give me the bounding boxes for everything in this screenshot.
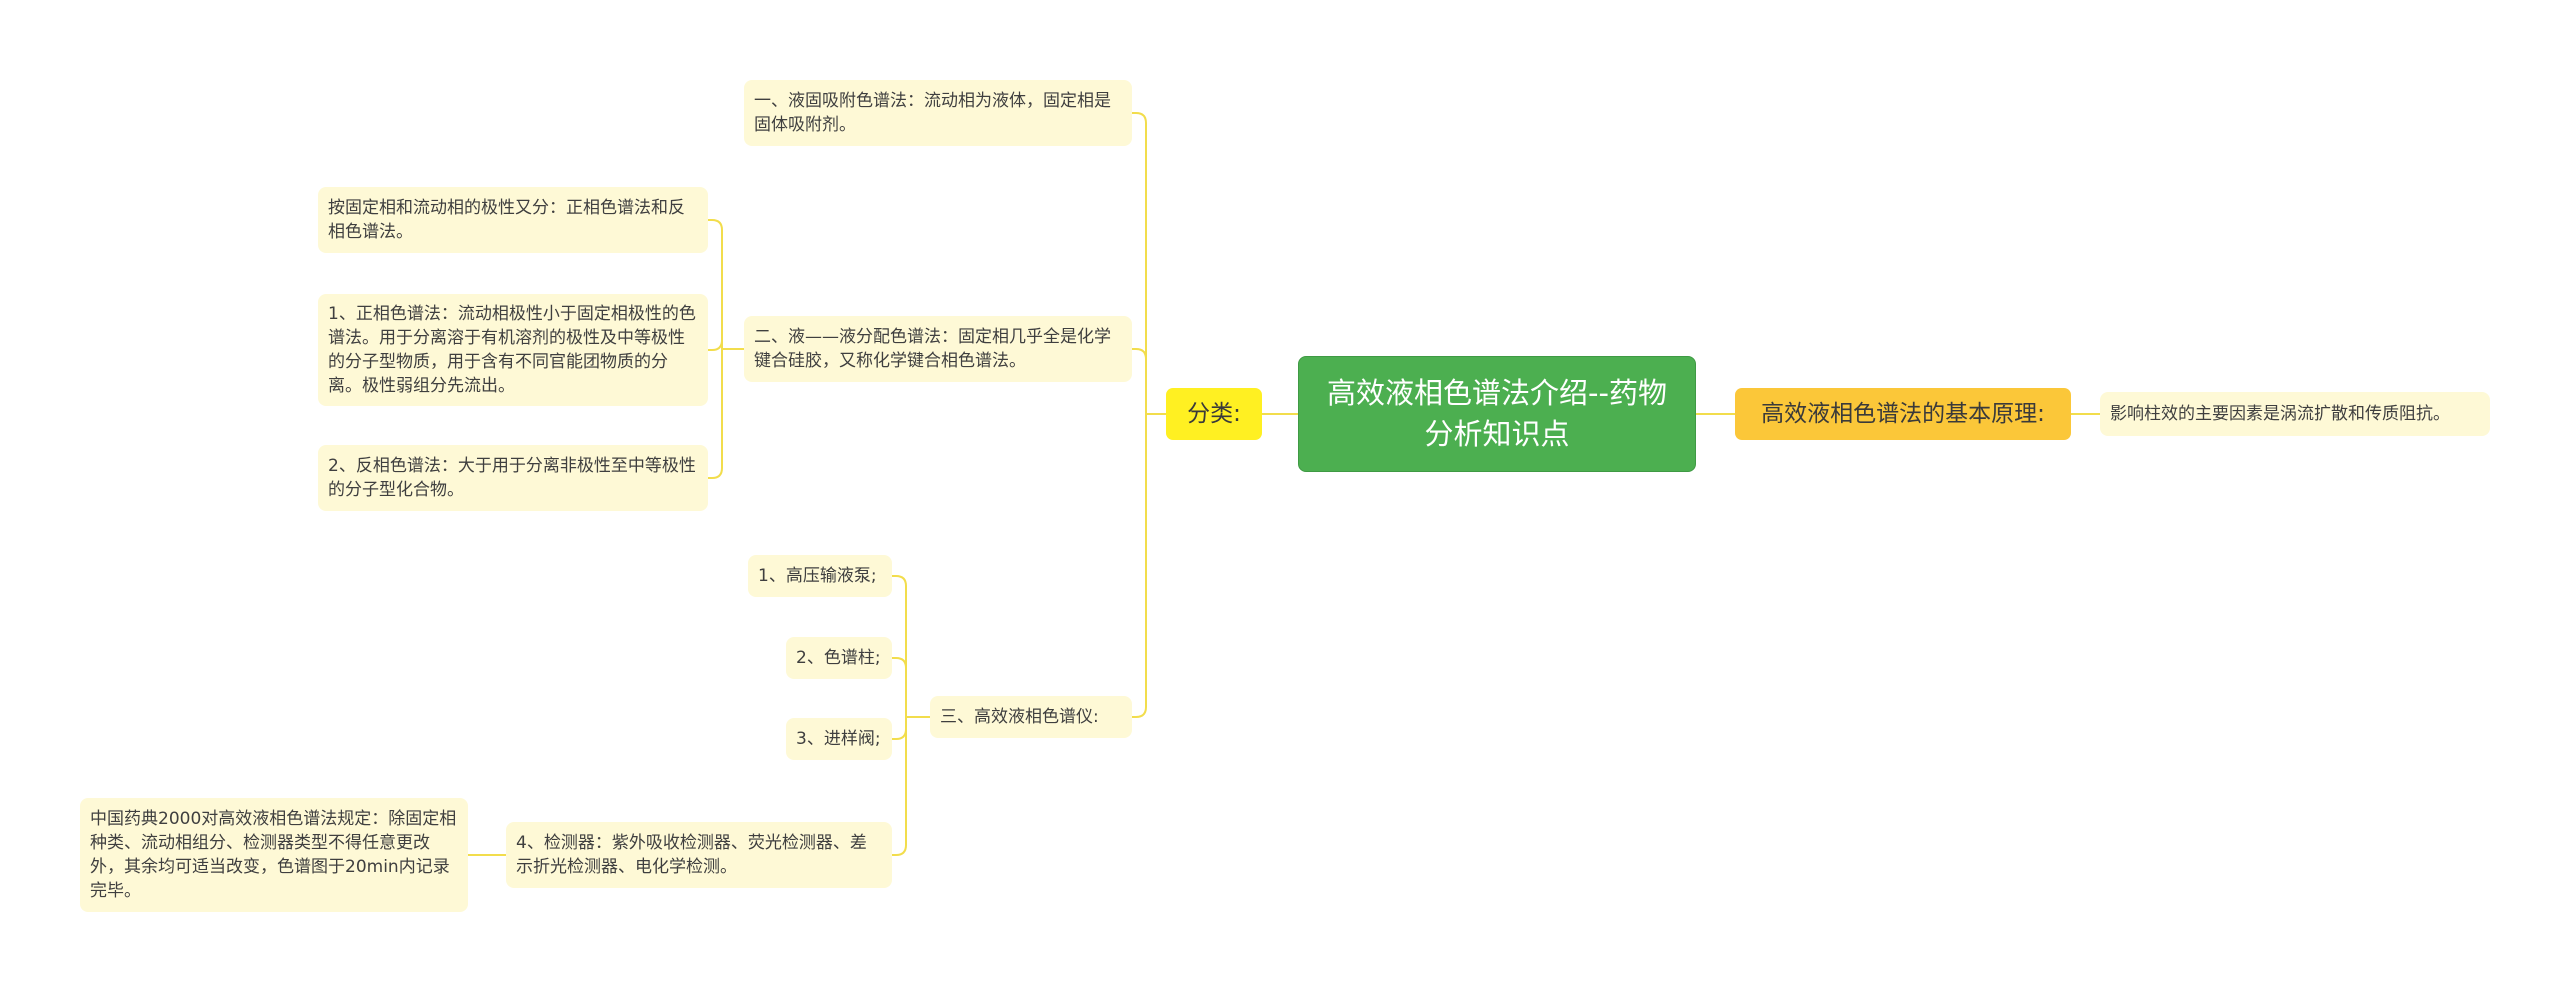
normal-phase-node[interactable]: 1、正相色谱法：流动相极性小于固定相极性的色谱法。用于分离溶于有机溶剂的极性及中… xyxy=(318,294,708,406)
pump-node[interactable]: 1、高压输液泵; xyxy=(748,555,892,597)
branch-basic-principle[interactable]: 高效液相色谱法的基本原理: xyxy=(1735,388,2071,440)
liquid-liquid-link-2 xyxy=(708,349,723,479)
injector-node[interactable]: 3、进样阀; xyxy=(786,718,892,760)
pump-text: 1、高压输液泵; xyxy=(758,565,877,586)
detector-text: 4、检测器：紫外吸收检测器、荧光检测器、差示折光检测器、电化学检测。 xyxy=(516,832,867,877)
column-text: 2、色谱柱; xyxy=(796,647,881,668)
instrument-link-2 xyxy=(892,717,907,740)
principle-detail-text: 影响柱效的主要因素是涡流扩散和传质阻抗。 xyxy=(2110,403,2450,424)
liquid-liquid-link-0 xyxy=(708,219,723,349)
polarity-split-text: 按固定相和流动相的极性又分：正相色谱法和反相色谱法。 xyxy=(328,197,685,242)
liquid-liquid-node[interactable]: 二、液——液分配色谱法：固定相几乎全是化学键合硅胶，又称化学键合相色谱法。 xyxy=(744,316,1132,382)
central-topic[interactable]: 高效液相色谱法介绍--药物分析知识点 xyxy=(1298,356,1696,472)
reverse-phase-node[interactable]: 2、反相色谱法：大于用于分离非极性至中等极性的分子型化合物。 xyxy=(318,445,708,511)
principle-detail-node[interactable]: 影响柱效的主要因素是涡流扩散和传质阻抗。 xyxy=(2100,392,2490,436)
pharmacopoeia-note-text: 中国药典2000对高效液相色谱法规定：除固定相种类、流动相组分、检测器类型不得任… xyxy=(90,808,457,902)
liquid-liquid-link-1 xyxy=(708,339,723,351)
instrument-node[interactable]: 三、高效液相色谱仪: xyxy=(930,696,1132,738)
branch-basic-principle-label: 高效液相色谱法的基本原理: xyxy=(1761,400,2045,427)
instrument-link-1 xyxy=(892,657,907,717)
classification-link-2 xyxy=(1132,414,1147,718)
liquid-solid-node[interactable]: 一、液固吸附色谱法：流动相为液体，固定相是固体吸附剂。 xyxy=(744,80,1132,146)
classification-link-1 xyxy=(1132,348,1147,414)
column-node[interactable]: 2、色谱柱; xyxy=(786,637,892,679)
liquid-liquid-text: 二、液——液分配色谱法：固定相几乎全是化学键合硅胶，又称化学键合相色谱法。 xyxy=(754,326,1111,371)
polarity-split-node[interactable]: 按固定相和流动相的极性又分：正相色谱法和反相色谱法。 xyxy=(318,187,708,253)
normal-phase-text: 1、正相色谱法：流动相极性小于固定相极性的色谱法。用于分离溶于有机溶剂的极性及中… xyxy=(328,303,696,397)
reverse-phase-text: 2、反相色谱法：大于用于分离非极性至中等极性的分子型化合物。 xyxy=(328,455,696,500)
detector-node[interactable]: 4、检测器：紫外吸收检测器、荧光检测器、差示折光检测器、电化学检测。 xyxy=(506,822,892,888)
instrument-link-0 xyxy=(892,575,907,717)
instrument-link-3 xyxy=(892,717,907,856)
pharmacopoeia-note-node[interactable]: 中国药典2000对高效液相色谱法规定：除固定相种类、流动相组分、检测器类型不得任… xyxy=(80,798,468,912)
instrument-text: 三、高效液相色谱仪: xyxy=(940,706,1099,727)
classification-link-0 xyxy=(1132,112,1147,414)
branch-classification-label: 分类: xyxy=(1187,400,1241,427)
injector-text: 3、进样阀; xyxy=(796,728,881,749)
branch-classification[interactable]: 分类: xyxy=(1166,388,1262,440)
liquid-solid-text: 一、液固吸附色谱法：流动相为液体，固定相是固体吸附剂。 xyxy=(754,90,1111,135)
central-topic-label: 高效液相色谱法介绍--药物分析知识点 xyxy=(1327,376,1667,451)
